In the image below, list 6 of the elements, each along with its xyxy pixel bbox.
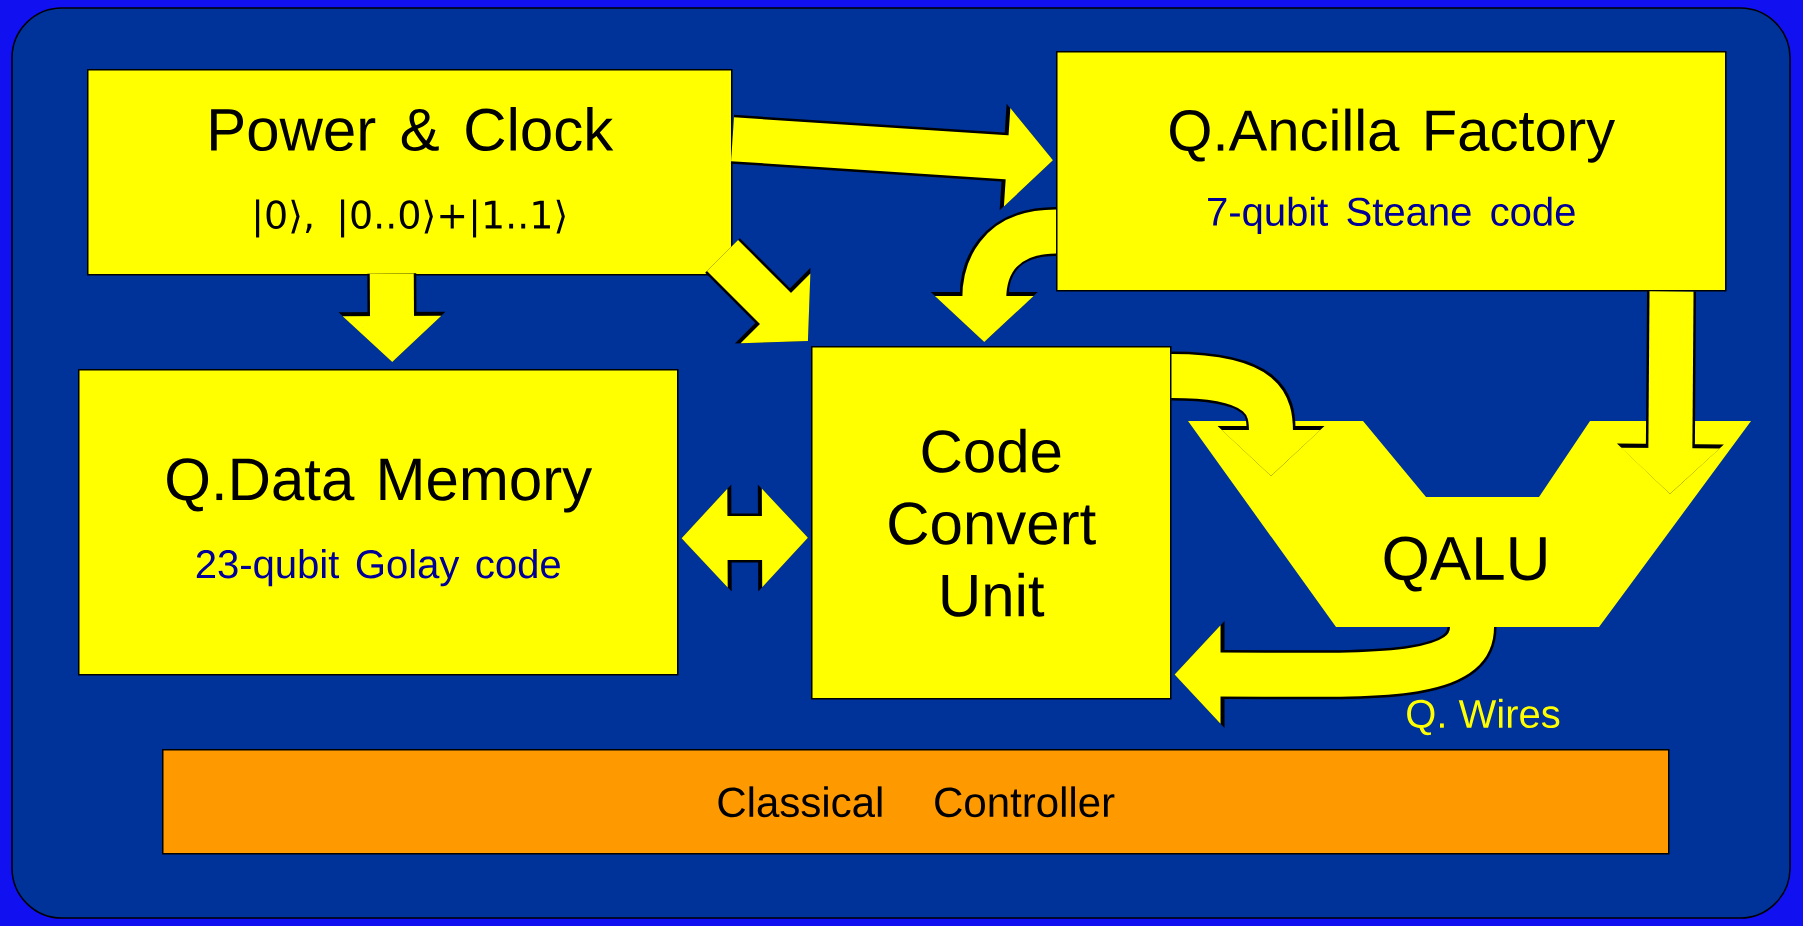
edge-label: Q. Wires [1402, 695, 1564, 739]
controller-bar: Classical Controller [162, 749, 1670, 855]
process-box: Q.Ancilla Factory 7-qubit Steane code [1056, 51, 1727, 292]
process-box: Power & Clock |0⟩, |0..0⟩+|1..1⟩ [87, 69, 733, 276]
process-box: Code Convert Unit [811, 346, 1172, 700]
process-box: Q.Data Memory 23-qubit Golay code [78, 369, 679, 676]
